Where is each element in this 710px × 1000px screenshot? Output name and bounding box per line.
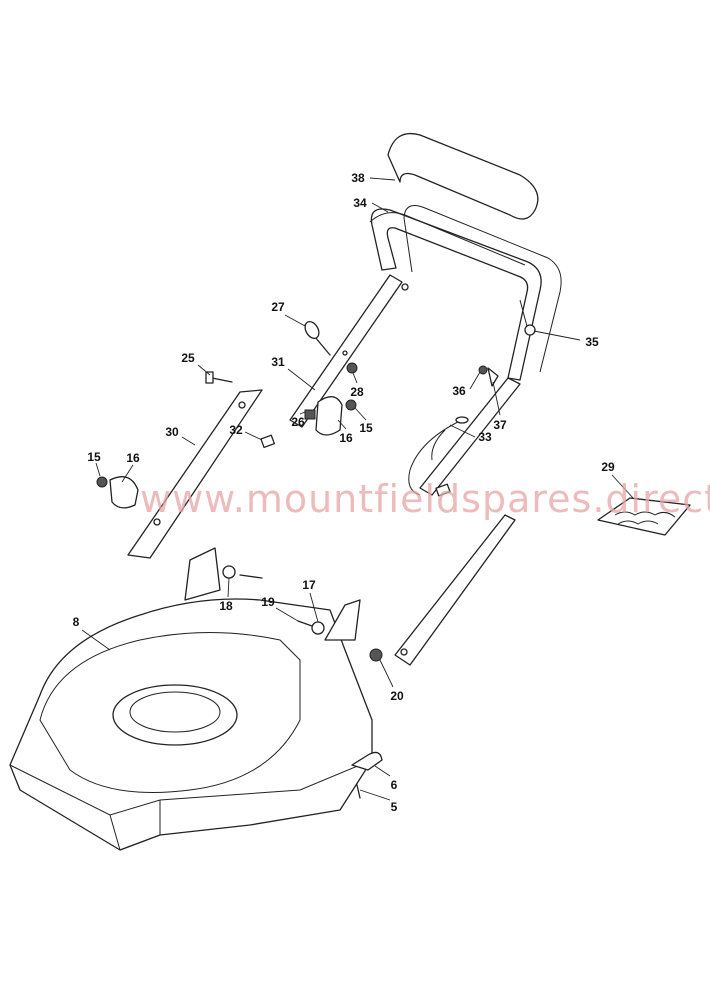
handle-grip-38 xyxy=(387,132,539,220)
callout-6: 6 xyxy=(391,778,398,792)
callout-36: 36 xyxy=(452,384,466,398)
lower-handle-tube-right xyxy=(419,377,521,496)
callout-5: 5 xyxy=(391,800,398,814)
handle-bracket-30 xyxy=(127,389,263,559)
callout-20: 20 xyxy=(390,689,404,703)
cable-33 xyxy=(408,419,463,496)
handle-bracket-right xyxy=(394,514,516,666)
upper-handle-34 xyxy=(370,208,542,381)
callout-34: 34 xyxy=(353,196,367,210)
callout-17: 17 xyxy=(302,578,316,592)
leader-lines xyxy=(81,177,634,801)
handle-knob-16-left xyxy=(109,476,139,509)
callout-15: 15 xyxy=(87,450,101,464)
motor-mount-opening xyxy=(112,684,238,746)
callout-38: 38 xyxy=(351,171,365,185)
callout-35: 35 xyxy=(585,335,599,349)
control-bail-bar xyxy=(369,212,529,331)
rear-bracket xyxy=(184,547,361,641)
callout-16: 16 xyxy=(339,431,353,445)
watermark: www.mountfieldspares.direct xyxy=(140,477,710,521)
callout-30: 30 xyxy=(165,425,179,439)
callout-25: 25 xyxy=(181,351,195,365)
callout-37: 37 xyxy=(493,418,507,432)
callout-18: 18 xyxy=(219,599,233,613)
callout-8: 8 xyxy=(73,615,80,629)
callout-16: 16 xyxy=(126,451,140,465)
callout-19: 19 xyxy=(261,595,275,609)
handle-knob-16-right xyxy=(315,396,343,436)
callout-15: 15 xyxy=(359,421,373,435)
cable-clip-6 xyxy=(351,751,383,771)
callout-32: 32 xyxy=(229,423,243,437)
callout-26: 26 xyxy=(291,415,305,429)
callout-29: 29 xyxy=(601,460,615,474)
callout-31: 31 xyxy=(271,355,285,369)
fixings-bag-29 xyxy=(597,497,691,536)
callout-33: 33 xyxy=(478,430,492,444)
callout-27: 27 xyxy=(271,300,285,314)
callout-28: 28 xyxy=(350,385,364,399)
